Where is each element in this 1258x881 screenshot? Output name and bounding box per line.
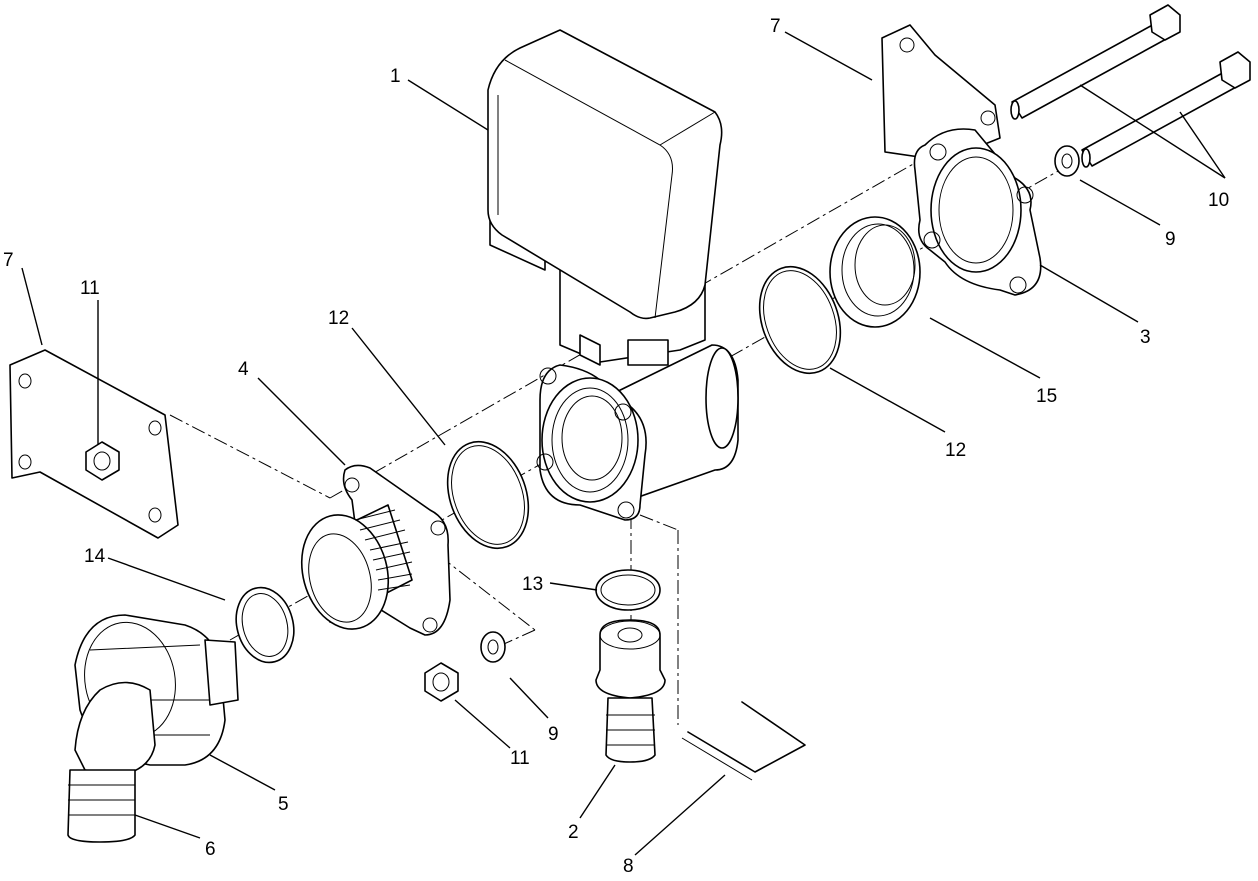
threaded-adapter (300, 464, 451, 636)
callout-1: 1 (390, 66, 401, 87)
callout-5: 5 (278, 794, 289, 815)
long-bolts (1010, 4, 1251, 168)
callout-14: 14 (84, 546, 106, 567)
bottom-o-ring (595, 569, 661, 611)
lower-hex-nut (424, 662, 459, 702)
elbow-union-assembly (67, 614, 239, 843)
left-hex-nut (85, 441, 120, 481)
callout-9-lower: 9 (548, 724, 559, 745)
callout-15: 15 (1036, 386, 1057, 407)
callout-7-left: 7 (3, 250, 14, 271)
callout-11-left: 11 (80, 278, 100, 299)
callout-7-right: 7 (770, 16, 781, 37)
straight-hose-barb (595, 619, 666, 763)
lower-washer (480, 631, 506, 663)
callout-12-left: 12 (328, 308, 349, 329)
callout-13: 13 (522, 574, 543, 595)
callout-11-lower: 11 (510, 748, 530, 769)
callout-3: 3 (1140, 327, 1151, 348)
callout-4: 4 (238, 359, 249, 380)
right-washer (1054, 145, 1080, 177)
callout-10: 10 (1208, 190, 1229, 211)
callout-2: 2 (568, 822, 579, 843)
callout-9-right: 9 (1165, 229, 1176, 250)
left-o-ring (446, 440, 530, 550)
callout-labels: 1 7 10 9 3 15 12 7 11 12 4 14 13 9 11 5 … (3, 16, 1229, 877)
right-mounting-bracket (881, 24, 1001, 161)
right-flange (913, 128, 1042, 296)
leader-lines (21, 31, 1226, 856)
valve-body (536, 344, 739, 521)
callout-6: 6 (205, 839, 216, 860)
sleeve-ring (829, 216, 921, 328)
callout-8: 8 (623, 856, 634, 877)
retaining-pin (681, 701, 806, 781)
right-o-ring (758, 265, 842, 375)
valve-actuator (487, 29, 723, 366)
callout-12-right: 12 (945, 440, 966, 461)
left-mounting-bracket (9, 349, 179, 539)
elbow-o-ring (235, 586, 295, 664)
